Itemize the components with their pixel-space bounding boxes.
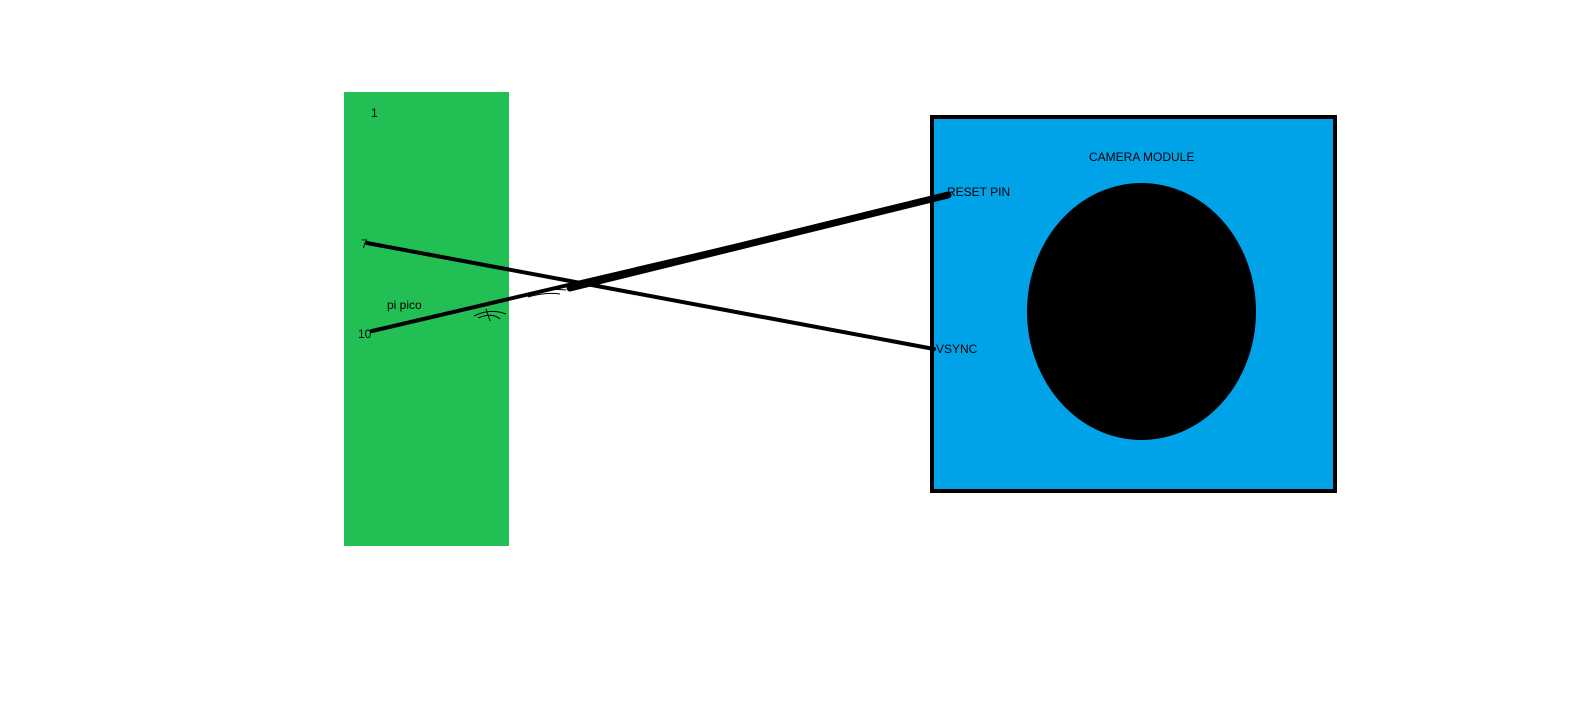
scribble-mark [473,289,567,322]
camera-title-label: CAMERA MODULE [1089,150,1195,164]
pico-pin-7-label: 7 [361,237,368,251]
camera-reset-pin-label: RESET PIN [947,185,1011,199]
camera-lens [1027,183,1256,440]
pico-name-label: pi pico [387,298,422,312]
pico-pin-10-label: 10 [358,327,372,341]
camera-module [930,115,1337,493]
wire-pin10-to-reset-pin-thick [566,191,952,292]
pico-pin-1-label: 1 [371,106,378,120]
camera-vsync-label: VSYNC [936,342,978,356]
wire-pin7-to-vsync [365,241,936,351]
